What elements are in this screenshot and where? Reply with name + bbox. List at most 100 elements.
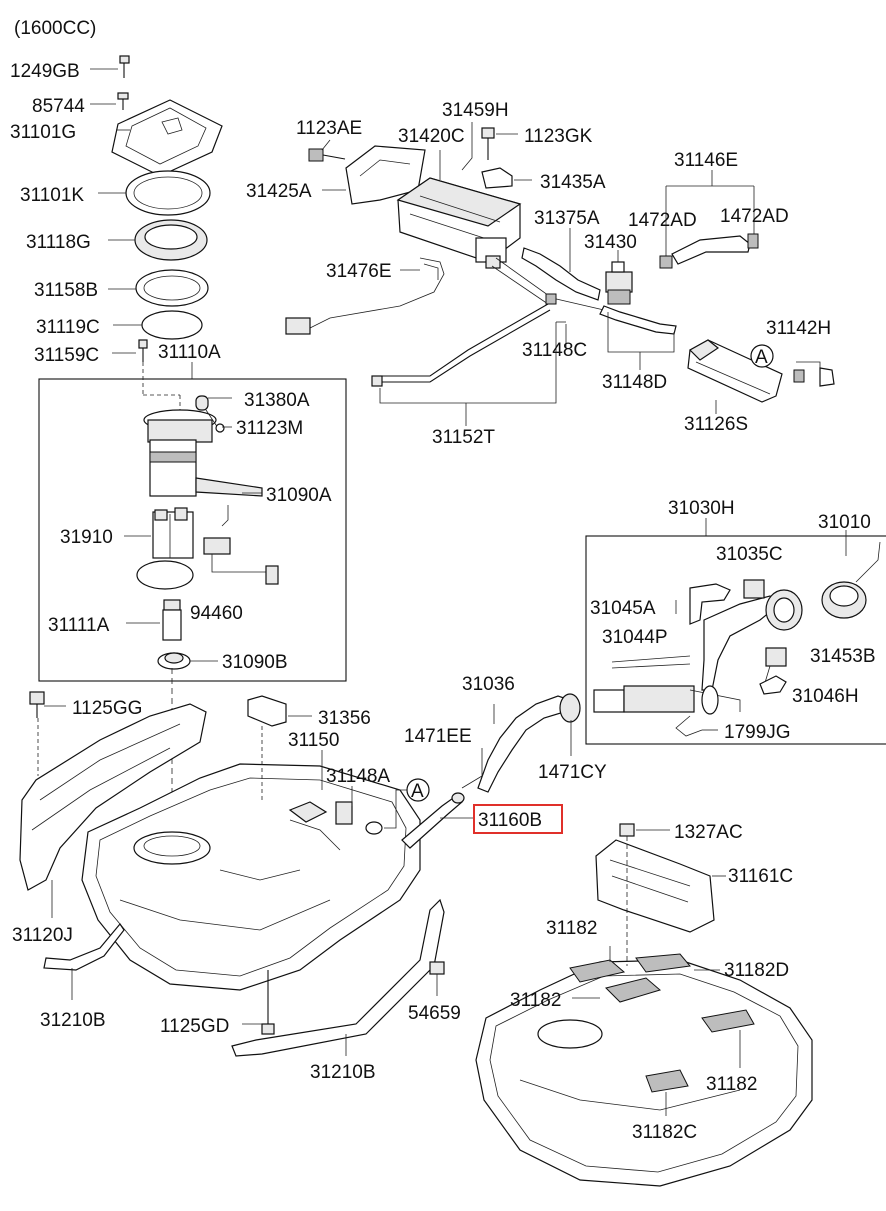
bolt-85744-part <box>117 92 129 110</box>
label-1123ae: 1123AE <box>296 118 362 139</box>
label-31142h: 31142H <box>766 318 831 339</box>
label-1125gd: 1125GD <box>160 1016 229 1037</box>
label-31459h: 31459H <box>442 100 509 121</box>
harness-31476e-part <box>309 257 445 329</box>
label-31111a: 31111A <box>48 615 110 636</box>
label-31210b-2: 31210B <box>310 1062 376 1083</box>
label-31123m: 31123M <box>236 418 303 439</box>
clip-1472ad-2-part <box>747 233 759 249</box>
gasket-pump-part <box>136 560 194 590</box>
label-1327ac: 1327AC <box>674 822 743 843</box>
clip-1472ad-part <box>659 255 673 269</box>
shield-31120j-part <box>19 703 207 891</box>
clamp-1799jg-part <box>675 715 703 737</box>
bracket-31161c-part <box>595 823 715 933</box>
label-31159c: 31159C <box>34 345 99 366</box>
label-1125gg: 1125GG <box>72 698 142 719</box>
label-1472ad-2: 1472AD <box>720 206 789 227</box>
bracket-31356-part <box>247 695 287 727</box>
engine-variant-header: (1600CC) <box>14 18 96 39</box>
label-31425a: 31425A <box>246 181 312 202</box>
label-31430: 31430 <box>584 232 637 253</box>
canister-31420c-part <box>396 177 522 269</box>
label-31182-3: 31182 <box>706 1074 757 1095</box>
sensor-94460-part <box>203 505 279 585</box>
valve-31148a-part <box>335 801 383 835</box>
label-31160b: 31160B <box>478 810 542 831</box>
ring-31158b-part <box>135 269 209 307</box>
label-94460: 94460 <box>190 603 243 624</box>
fuel-pump-module-part <box>143 395 263 497</box>
label-31150: 31150 <box>288 730 339 751</box>
label-54659: 54659 <box>408 1003 461 1024</box>
pump-31111a-part <box>162 599 182 641</box>
bolt-1123ae-part <box>308 148 346 162</box>
pump-assembly-box <box>38 378 347 682</box>
bolt-1123gk-part <box>481 127 495 160</box>
label-31126s: 31126S <box>684 414 748 435</box>
label-31161c: 31161C <box>728 866 793 887</box>
bracket-31035c-part <box>743 579 765 599</box>
highlighted-part-31160b[interactable]: 31160B <box>473 804 563 834</box>
bolt-1125gg-part <box>29 691 45 718</box>
bolt-1249gb-part <box>119 55 130 78</box>
tube-31152t-part <box>378 309 551 383</box>
hose-31044p-part <box>611 655 691 663</box>
label-31453b: 31453B <box>810 646 876 667</box>
label-31030h: 31030H <box>668 498 735 519</box>
label-31146e: 31146E <box>674 150 738 171</box>
gasket-31101k-part <box>125 170 211 216</box>
label-31375a: 31375A <box>534 208 600 229</box>
ref-marker-a-top: A <box>750 344 774 368</box>
label-31152t: 31152T <box>432 427 495 448</box>
label-31210b-1: 31210B <box>40 1010 106 1031</box>
pump-cover-stack <box>90 55 223 362</box>
filler-pipe-lower <box>593 685 741 715</box>
ref-marker-a-tank: A <box>406 778 430 802</box>
highlight-box <box>473 804 563 834</box>
ring-31118g-part <box>134 219 208 261</box>
screw-31159c-part <box>138 339 148 362</box>
fuel-tank-right-part <box>475 953 813 1187</box>
svg-text:A: A <box>411 781 424 802</box>
gasket-31119c-part <box>141 310 203 340</box>
label-31101k: 31101K <box>20 185 84 206</box>
label-31035c: 31035C <box>716 544 783 565</box>
strap-31210b-2-part <box>43 922 125 971</box>
label-31090a: 31090A <box>266 485 332 506</box>
pipe-31160b-part <box>401 792 465 849</box>
valve-31430-part <box>605 261 633 305</box>
hose-31146e-part <box>671 235 751 265</box>
hose-31148d-part <box>599 305 677 335</box>
hose-31036-part <box>477 693 581 793</box>
label-31148d: 31148D <box>602 372 667 393</box>
strap-31210b-part <box>231 898 445 1057</box>
label-1472ad-1: 1472AD <box>628 210 697 231</box>
svg-text:A: A <box>755 347 768 368</box>
hose-31375a-part <box>521 247 601 301</box>
label-31435a: 31435A <box>540 172 606 193</box>
label-31120j: 31120J <box>12 925 73 946</box>
label-31118g: 31118G <box>26 232 91 253</box>
bracket-31090b-part <box>157 652 191 670</box>
label-31036: 31036 <box>462 674 515 695</box>
canister-group <box>285 122 835 426</box>
filter-31910-part <box>152 507 194 559</box>
label-31010: 31010 <box>818 512 871 533</box>
label-1799jg: 1799JG <box>724 722 791 743</box>
label-31101g: 31101G <box>10 122 76 143</box>
label-31420c: 31420C <box>398 126 465 147</box>
label-31119c: 31119C <box>36 317 100 338</box>
label-31158b: 31158B <box>34 280 98 301</box>
label-31182-2: 31182 <box>510 990 561 1011</box>
clip-31046h-part <box>759 675 787 695</box>
label-1123gk: 1123GK <box>524 126 593 147</box>
sensor-31453b-part <box>763 647 787 687</box>
label-31182c: 31182C <box>632 1122 697 1143</box>
label-85744: 85744 <box>32 96 85 117</box>
label-31090b: 31090B <box>222 652 288 673</box>
label-31476e: 31476E <box>326 261 392 282</box>
label-31110a: 31110A <box>158 342 221 363</box>
label-31046h: 31046H <box>792 686 859 707</box>
